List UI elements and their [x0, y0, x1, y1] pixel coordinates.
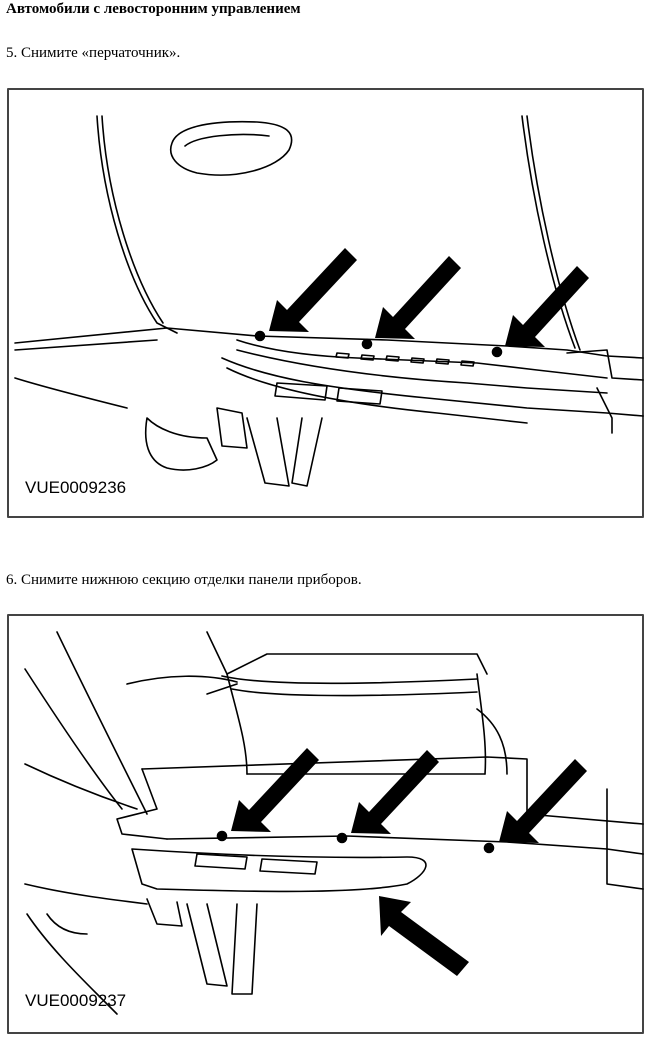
dash-trim-removal-illustration: VUE0009237	[7, 614, 644, 1034]
figure-code-label: VUE0009236	[25, 478, 126, 497]
step-6-instruction: 6. Снимите нижнюю секцию отделки панели …	[6, 572, 362, 588]
section-heading: Автомобили с левосторонним управлением	[6, 1, 301, 17]
glovebox-removal-illustration: VUE0009236	[7, 88, 644, 518]
figure-code-label: VUE0009237	[25, 991, 126, 1010]
step-5-instruction: 5. Снимите «перчаточник».	[6, 45, 181, 61]
